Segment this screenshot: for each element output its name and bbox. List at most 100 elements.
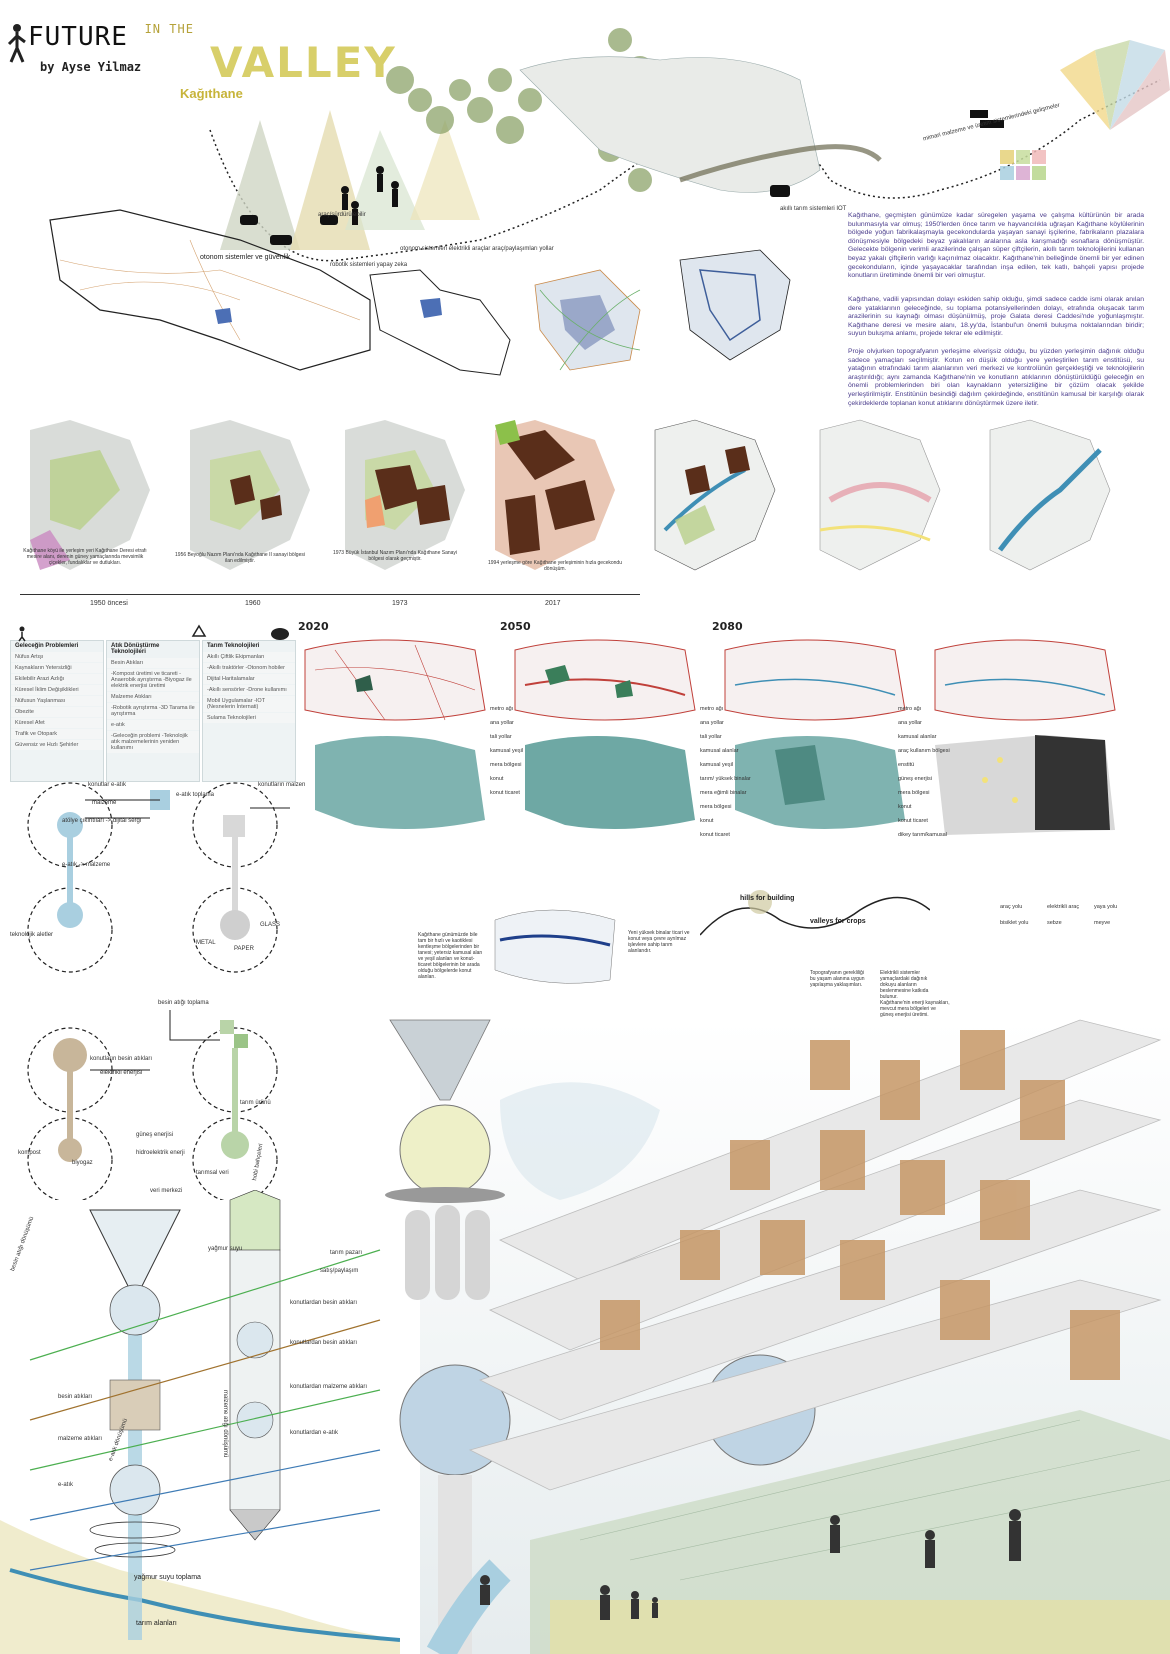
- history-year-1950: 1950 öncesi: [90, 600, 128, 607]
- label-solar: güneş enerjisi: [136, 1132, 174, 1138]
- label-rain: yağmur suyu: [208, 1246, 243, 1252]
- waste-tech-item: Malzeme Atıkları: [107, 692, 199, 702]
- agri-tech-panel: Tarım Teknolojileri Akıllı Çiftlik Ekipm…: [202, 640, 296, 782]
- section-label-2: konutlardan besin atıkları: [290, 1340, 358, 1346]
- timeline-label-electric: otonom sistemleri elektrikli araçlar ara…: [400, 246, 554, 252]
- legend-item: bisiklet yolu: [1000, 920, 1029, 926]
- label-atolye: atölye çıkıntıları -> dijital sergi: [62, 818, 142, 824]
- label-material: malzeme: [92, 800, 117, 806]
- title-valley: VALLEY: [210, 38, 397, 87]
- future-timeline-illustration: [209, 28, 1170, 262]
- waste-tech-item: -Robotik ayrıştırma -3D Tarama ile ayrış…: [107, 703, 199, 719]
- label-housing-material: konutların malzen: [258, 782, 306, 788]
- label-market: tarım pazarı: [330, 1250, 363, 1256]
- title-district: Kağıthane: [180, 86, 243, 101]
- problem-item: Nüfus Artışı: [11, 652, 103, 662]
- legend-item: kamusal alanlar: [700, 748, 739, 754]
- perspective-render: [385, 1019, 1170, 1654]
- section-label-5: besin atıkları: [58, 1394, 93, 1400]
- legend-item: meyve: [1094, 920, 1111, 926]
- agri-tech-item: -Akıllı traktörler -Otonom hobiler: [203, 663, 295, 673]
- label-electricity: elektrikli enerjisi: [100, 1070, 143, 1076]
- valleys-label: valleys for crops: [810, 918, 866, 925]
- legend-item: metro ağı: [898, 706, 922, 712]
- walking-figure-icon: [7, 24, 26, 63]
- problems-title: Geleceğin Problemleri: [15, 643, 79, 649]
- label-rain-collect: yağmur suyu toplama: [134, 1574, 201, 1581]
- note-2: Yeni yüksek binalar ticari ve konut veya…: [628, 930, 690, 954]
- legend-2080: metro ağı ana yollar kamusal alanlar ara…: [898, 702, 958, 842]
- legend-item: metro ağı: [490, 706, 514, 712]
- intro-paragraph-2: Kağıthane, vadili yapısından dolayı eski…: [848, 296, 1144, 338]
- legend-item: dikey tarım/kamusal: [898, 832, 947, 838]
- timeline-label-autonomous: otonom sistemler ve güvenlik: [200, 254, 291, 261]
- legend-mobility: araç yolu elektrikli araç yaya yolu bisi…: [1000, 900, 1150, 930]
- legend-item: kamusal alanlar: [898, 734, 937, 740]
- label-paper: PAPER: [234, 946, 254, 952]
- legend-item: mera bölgesi: [700, 804, 732, 810]
- waste-tech-item: e-atık: [107, 720, 199, 730]
- future-year-2050: 2050: [500, 620, 531, 633]
- walking-person-icon: [18, 626, 26, 642]
- legend-2020: metro ağı ana yollar tali yollar kamusal…: [490, 702, 550, 800]
- agri-tech-title: Tarım Teknolojileri: [207, 643, 260, 649]
- section-label-10: malzeme atığı dönüşümü: [222, 1390, 228, 1458]
- legend-item: tali yollar: [490, 734, 512, 740]
- waste-tech-item: -Kompost üretimi ve ticareti -Anaerobik …: [107, 669, 199, 691]
- label-data-center: veri merkezi: [150, 1188, 183, 1194]
- legend-item: konut ticaret: [700, 832, 730, 838]
- waste-tech-title: Atık Dönüştürme Teknolojileri: [111, 643, 160, 655]
- agri-tech-item: Sulama Teknolojileri: [203, 713, 295, 723]
- title-future: FUTURE: [28, 22, 128, 52]
- legend-item: tarım/ yüksek binalar: [700, 776, 751, 782]
- legend-item: mera bölgesi: [898, 790, 930, 796]
- problem-item: Ekilebilir Arazi Azlığı: [11, 674, 103, 684]
- historical-development-maps: [30, 419, 1111, 571]
- problem-item: Küresel İklim Değişiklikleri: [11, 685, 103, 695]
- legend-item: ana yollar: [490, 720, 514, 726]
- city-inset-map: [494, 909, 616, 984]
- timeline-label-robotic: robotik sistemleri yapay zeka: [330, 262, 408, 268]
- history-year-2017: 2017: [545, 600, 561, 607]
- problem-item: Kaynakların Yetersizliği: [11, 663, 103, 673]
- title-in-the: IN THE: [144, 22, 194, 36]
- section-label-7: e-atık: [58, 1482, 74, 1488]
- legend-item: konut: [898, 804, 912, 810]
- label-housing-ewaste: konutlar e-atık: [88, 782, 127, 788]
- problems-panel: Geleceğin Problemleri Nüfus Artışı Kayna…: [10, 640, 104, 782]
- legend-item: ana yollar: [898, 720, 922, 726]
- history-caption-1: Kağıthane köyü ile yerleşim yeri Kağıtha…: [23, 548, 147, 566]
- legend-item: elektrikli araç: [1047, 904, 1080, 910]
- legend-item: enstitü: [898, 762, 915, 768]
- location-maps: [49, 209, 791, 376]
- problem-item: Obezite: [11, 707, 103, 717]
- intro-paragraph-1: Kağıthane, geçmişten günümüze kadar süre…: [848, 212, 1144, 280]
- section-label-1: konutlardan besin atıkları: [290, 1300, 358, 1306]
- problem-item: Küresel Afet: [11, 718, 103, 728]
- history-year-1973: 1973: [392, 600, 408, 607]
- label-agri-product: tarım ürünü: [240, 1100, 271, 1106]
- future-year-2080: 2080: [712, 620, 743, 633]
- institute-section-diagram: [0, 1190, 400, 1654]
- section-label-4: konutlardan e-atık: [290, 1430, 339, 1436]
- agri-tech-item: -Akıllı sensörler -Drone kullanımı: [203, 685, 295, 695]
- legend-item: mera bölgesi: [490, 762, 522, 768]
- label-food-collect: besin atığı toplama: [158, 1000, 209, 1006]
- legend-item: konut ticaret: [898, 818, 928, 824]
- legend-item: ana yollar: [700, 720, 724, 726]
- note-1: Kağıthane günümüzde bile tam bir hızlı v…: [418, 932, 483, 980]
- legend-item: kamusal yeşil: [490, 748, 524, 754]
- agri-tech-item: Dijital Haritalamalar: [203, 674, 295, 684]
- section-label-11: satış/paylaşım: [320, 1268, 359, 1274]
- project-title: FUTURE IN THE: [28, 22, 194, 52]
- label-ewaste-material: e-atık -> malzeme: [62, 862, 111, 868]
- topography-section: [700, 890, 930, 936]
- label-agri-area: tarım alanları: [136, 1620, 177, 1627]
- problem-item: Nüfusun Yaşlanması: [11, 696, 103, 706]
- section-label-3: konutlardan malzeme atıkları: [290, 1384, 368, 1390]
- waste-tech-item: Besin Atıkları: [107, 658, 199, 668]
- intro-paragraph-3: Proje olvjurken topografyanın yerleşime …: [848, 348, 1144, 407]
- label-glass: GLASS: [260, 922, 281, 928]
- note-4: Elektrikli sistemler yamaçlardaki dağını…: [880, 970, 929, 1000]
- legend-item: mera eğimli binalar: [700, 790, 747, 796]
